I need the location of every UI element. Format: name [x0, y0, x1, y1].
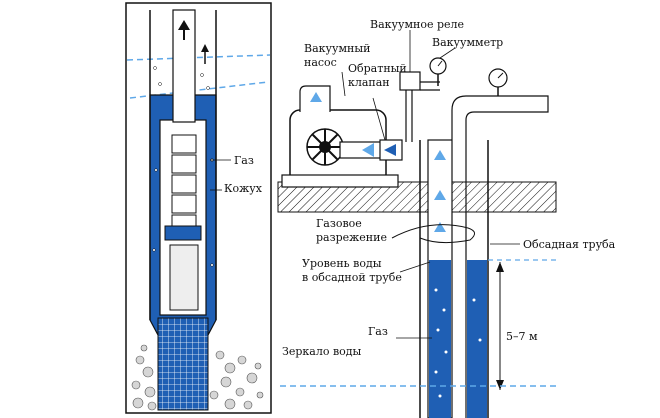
left-panel: Газ Кожух — [125, 2, 272, 414]
gauge-leader — [439, 47, 456, 59]
label-casing-left: Кожух — [224, 182, 263, 195]
label-vacuum-gauge: Вакуумметр — [432, 36, 503, 49]
left-well-screen — [157, 317, 209, 411]
up-arrow-icon — [178, 20, 190, 30]
left-motor — [169, 244, 199, 311]
label-casing-pipe: Обсадная труба — [523, 238, 616, 251]
left-gas-bubbles — [152, 66, 214, 267]
label-gas-right: Газ — [368, 325, 388, 338]
up-arrow-icon — [201, 44, 209, 52]
label-gas-left: Газ — [234, 154, 254, 167]
up-arrow-icon — [310, 92, 322, 102]
casing-water — [467, 260, 487, 418]
label-water-level-2: в обсадной трубе — [302, 271, 402, 284]
delivery-pipe — [451, 95, 549, 140]
left-motor-coupling — [164, 225, 202, 241]
label-gas-rarefaction-2: разрежение — [316, 231, 387, 244]
label-vacuum-pump-2: насос — [304, 56, 337, 69]
pressure-gauge-icon — [429, 57, 447, 86]
label-water-level-1: Уровень воды — [302, 257, 382, 270]
left-gravel — [131, 344, 264, 411]
label-depth-range: 5–7 м — [506, 330, 538, 343]
up-arrow-icon — [434, 190, 446, 200]
check-valve-arrow — [384, 144, 396, 156]
pressure-gauge-icon — [488, 68, 508, 96]
gas-rarefaction-swirl — [391, 224, 475, 244]
water-level-leader — [399, 261, 431, 273]
left-riser-pipe — [172, 9, 196, 123]
depth-arrow-bottom — [496, 380, 504, 390]
right-panel: Вакуумное реле Вакуумный насос Вакууммет… — [277, 18, 616, 418]
right-gas-bubbles — [434, 288, 482, 398]
inner-well-water — [429, 260, 451, 418]
flow-left-arrow — [362, 143, 374, 157]
label-vacuum-pump-1: Вакуумный — [304, 42, 370, 55]
check-valve-leader — [372, 97, 386, 141]
label-check-valve-2: клапан — [348, 76, 390, 89]
pump-stages — [171, 134, 197, 234]
label-gas-rarefaction-1: Газовое — [316, 217, 362, 230]
up-arrow-icon — [434, 150, 446, 160]
label-vacuum-relay: Вакуумное реле — [370, 18, 464, 31]
impeller-icon — [306, 128, 344, 166]
depth-arrow-top — [496, 262, 504, 272]
up-arrow-icon — [434, 222, 446, 232]
label-water-table: Зеркало воды — [282, 345, 362, 358]
label-check-valve-1: Обратный — [348, 62, 407, 75]
left-surface-line — [126, 54, 271, 61]
vacuum-pump-base — [281, 174, 399, 188]
vacuum-pump-leader — [341, 71, 346, 97]
